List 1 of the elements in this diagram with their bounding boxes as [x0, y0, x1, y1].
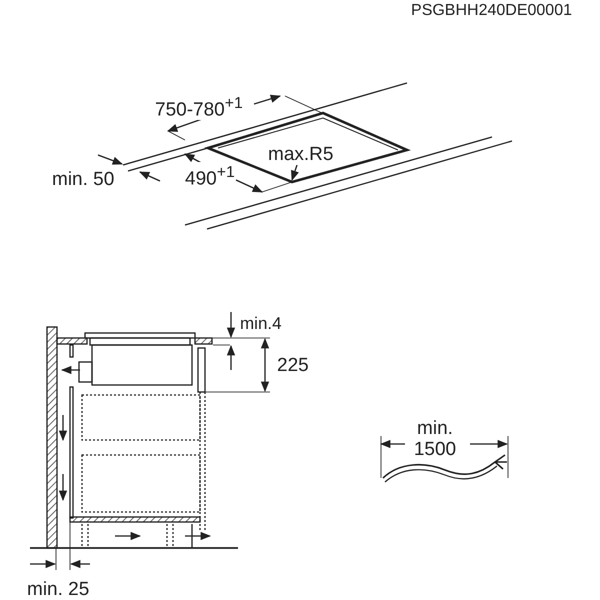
dimension-label: max.R5 — [268, 144, 334, 165]
